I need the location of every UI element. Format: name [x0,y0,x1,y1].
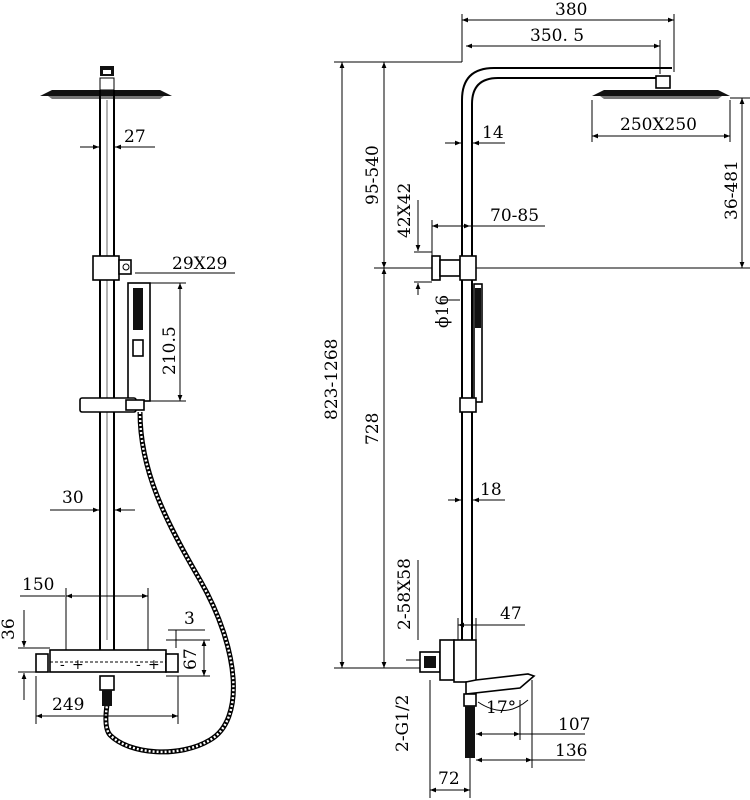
dim-valve-depth: 47 [457,604,525,640]
dim-hose-diameter: ϕ16 [433,295,460,328]
dim-inlet-thread: 2-G1/2 [393,659,420,753]
dim-bracket-offset: 70-85 [431,206,545,262]
dim-head-drop: 36-481 [476,97,750,269]
dim-upper-adjust-label: 95-540 [363,145,383,205]
dim-bracket-offset-label: 70-85 [490,206,539,226]
dim-arm-length: 350. 5 [466,26,661,74]
dim-valve-depth-label: 47 [500,604,522,624]
dim-valve-height: 67 [166,639,210,677]
dim-bracket: 42X42 [395,183,432,295]
dim-upper-tube-label: 14 [482,123,504,143]
dim-arm-projection: 380 [461,0,675,72]
dim-handle-spacing: 150 [20,575,149,650]
dim-valve-width-label: 249 [52,695,84,715]
shower-hose [103,411,236,755]
dim-inlet-offset: 72 [429,680,471,798]
dim-rail-diameter: 27 [80,127,155,150]
side-hand-shower [459,283,483,413]
dim-spout-total: 136 [476,680,587,768]
dim-arm-length-label: 350. 5 [530,26,584,46]
dim-bracket-label: 42X42 [395,183,415,238]
dim-holder-size: 29X29 [135,254,235,274]
dim-cap: 3 [168,609,205,648]
dim-lower-length-label: 728 [363,413,383,445]
dim-inlet-offset-label: 72 [438,769,460,789]
dim-inlet-thread-label: 2-G1/2 [393,695,413,753]
dim-cap-label: 3 [184,609,195,629]
side-valve-body [419,639,536,758]
dim-lower-tube-label: 18 [480,480,502,500]
dim-lower-length: 728 [363,268,387,668]
side-shower-head [592,90,730,99]
dim-upper-tube: 14 [445,123,505,146]
dim-inlet-block-label: 2-58X58 [395,558,415,630]
dim-spout-total-label: 136 [555,741,587,761]
dim-upper-adjust: 95-540 [363,61,462,269]
side-bracket [431,255,477,281]
dim-spout-angle: 17° [477,698,529,718]
dim-handshower-length-label: 210.5 [160,326,180,375]
shower-arm [461,67,672,640]
vertical-rail [99,90,115,650]
dim-valve-offset: 36 [0,610,50,700]
dim-valve-width: 249 [35,676,179,724]
dim-handle-spacing-label: 150 [22,575,54,595]
dim-handshower-length: 210.5 [150,282,186,402]
dim-holder-size-label: 29X29 [172,254,227,274]
front-view: 27 29X29 210.5 [0,66,236,755]
dim-slide-bar-label: 30 [62,488,84,508]
dim-head-size: 250X250 [591,100,731,142]
thermostatic-valve: - + - + [35,649,179,706]
dim-spout-reach-label: 107 [558,715,590,735]
valve-symbol-1: - [60,657,65,673]
wall-bracket [92,255,132,281]
valve-symbol-2: + [72,657,84,673]
dim-total-height-label: 823-1268 [322,339,342,420]
dim-slide-bar: 30 [50,488,135,513]
dim-valve-height-label: 67 [181,648,201,670]
dim-inlet-block: 2-58X58 [395,558,419,640]
dim-rail-diameter-label: 27 [124,127,146,147]
dim-head-drop-label: 36-481 [722,160,742,220]
dim-arm-projection-label: 380 [555,0,587,20]
hand-shower [127,282,151,402]
dim-total-height: 823-1268 [322,61,420,669]
dim-valve-offset-label: 36 [0,618,19,640]
dim-spout-angle-label: 17° [486,698,516,718]
valve-symbol-3: - [136,657,141,673]
side-view: 380 350. 5 250X250 14 70-85 [322,0,750,798]
overhead-shower-head [40,66,172,99]
dim-spout-reach: 107 [476,700,590,740]
slide-holder [79,397,145,413]
dim-lower-tube: 18 [448,480,505,503]
dim-hose-diameter-label: ϕ16 [433,295,453,328]
dim-head-size-label: 250X250 [620,115,697,135]
valve-symbol-4: + [148,657,160,673]
